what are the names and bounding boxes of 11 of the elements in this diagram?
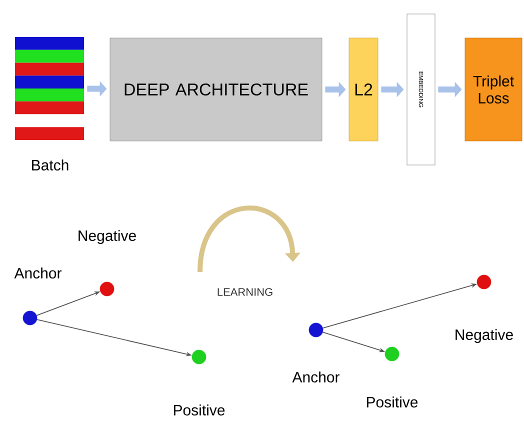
point-label: Negative (456, 329, 513, 343)
node-label: Batch (32, 159, 68, 170)
point-label: Positive (366, 396, 418, 408)
point-label: Anchor (14, 267, 62, 278)
point-label: Positive (174, 404, 225, 416)
point-label: Anchor (292, 371, 340, 382)
point-label: Negative (78, 230, 136, 244)
arrow-label: LEARNING (218, 288, 272, 296)
normalization-box: L2 (348, 38, 378, 142)
architecture-box: DEEP ARCHITECTURE (110, 38, 322, 142)
loss-box: Triplet Loss (464, 38, 522, 142)
